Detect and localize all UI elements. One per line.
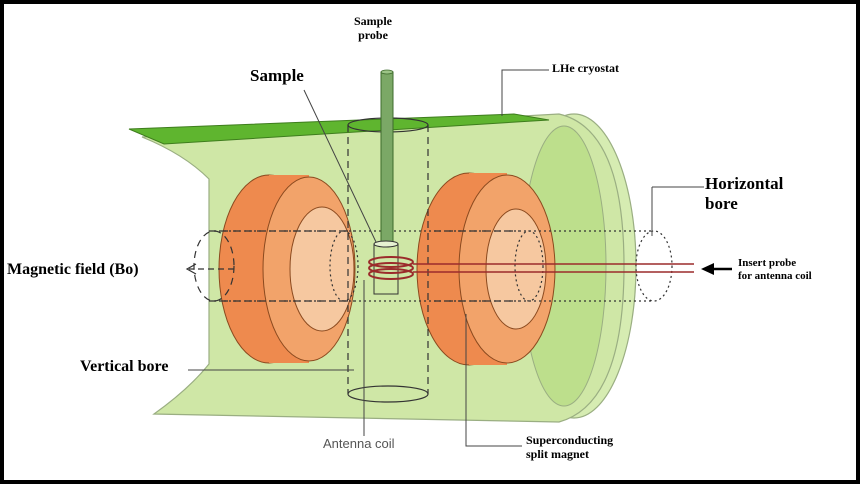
lhe-cryostat-label: LHe cryostat [552, 61, 619, 75]
antenna-leads [413, 263, 694, 273]
superconducting-magnet-label-line1: Superconducting [526, 433, 614, 447]
right-magnet-bore [485, 208, 547, 330]
magnetic-field-arrow [185, 263, 234, 275]
magnetic-field-label: Magnetic field (Bo) [7, 261, 139, 278]
diagram-canvas: Sample probe Sample LHe cryostat Horizon… [4, 4, 856, 480]
insert-probe-label-line2: for antenna coil [738, 269, 812, 282]
right-magnet [416, 172, 556, 366]
sample-label: Sample [250, 66, 304, 85]
sample-probe-label-line2: probe [358, 27, 388, 42]
antenna-coil-label: Antenna coil [323, 436, 395, 451]
sample-probe-label: Sample probe [354, 14, 393, 43]
cryostat-diagram [128, 69, 732, 447]
leader-lines [188, 69, 704, 447]
horizontal-bore-label-line2: bore [705, 193, 738, 213]
sample-probe-rod [380, 69, 394, 253]
superconducting-magnet-label: Superconducting split magnet [526, 433, 614, 462]
insert-probe-label-line1: Insert probe [738, 257, 797, 269]
superconducting-magnet-label-line2: split magnet [526, 446, 589, 461]
insert-probe-label: Insert probe for antenna coil [738, 257, 812, 282]
horizontal-bore-label: Horizontal bore [705, 174, 783, 213]
insert-probe-arrow [701, 263, 732, 275]
horizontal-bore-outline [193, 230, 673, 302]
vertical-bore-label: Vertical bore [80, 358, 169, 375]
left-magnet [218, 174, 356, 364]
horizontal-bore-label-line1: Horizontal [705, 174, 784, 193]
antenna-coil-winding [368, 256, 414, 280]
left-magnet-bore [289, 206, 355, 332]
sample-probe-label-line1: Sample [354, 14, 393, 28]
